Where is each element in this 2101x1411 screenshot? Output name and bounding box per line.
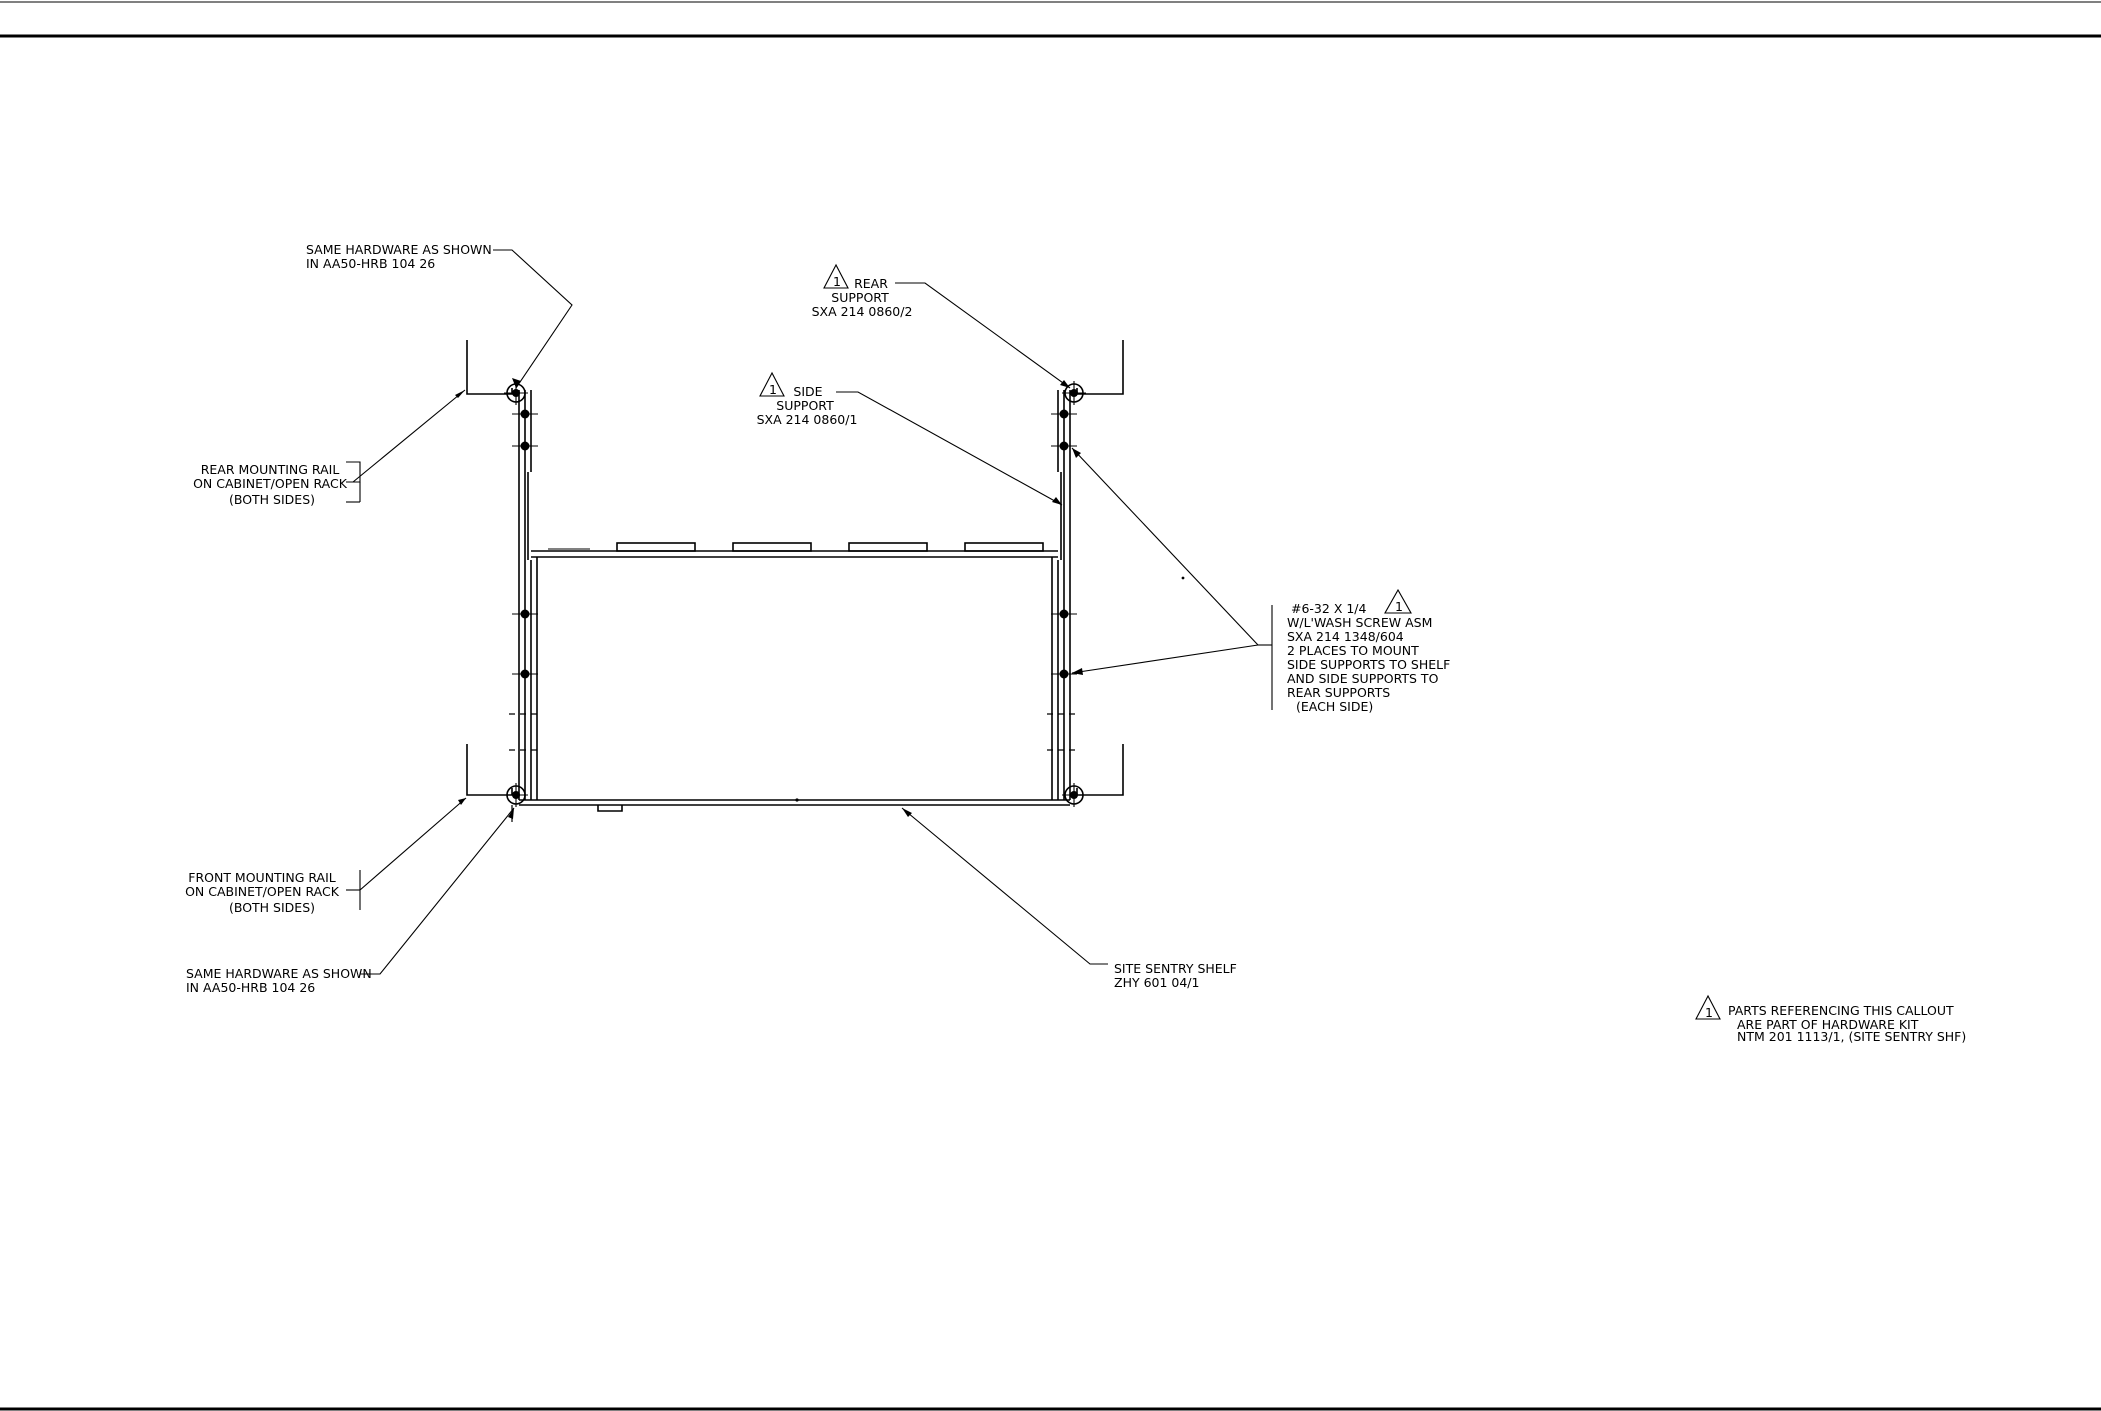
screw-label: #6-32 X 1/4 W/L'WASH SCREW ASM SXA 214 1… xyxy=(1287,601,1454,714)
shelf-label: SITE SENTRY SHELF ZHY 601 04/1 xyxy=(1114,961,1241,990)
note-rev-1: 1 xyxy=(1705,1005,1713,1020)
rear-left-rail xyxy=(466,340,513,395)
front-rail-label: FRONT MOUNTING RAIL ON CABINET/OPEN RACK… xyxy=(185,870,343,915)
rear-right-rail xyxy=(1076,340,1124,395)
side-support-label: SIDE SUPPORT SXA 214 0860/1 xyxy=(757,384,858,427)
left-side-support xyxy=(518,390,532,800)
side-support-rev-1: 1 xyxy=(769,382,777,397)
rear-support-label: REAR SUPPORT SXA 214 0860/2 xyxy=(812,276,913,319)
screw-rev-1: 1 xyxy=(1395,599,1403,614)
front-left-rail xyxy=(466,744,513,796)
leader-arrowheads xyxy=(455,378,1083,819)
right-side-support xyxy=(1057,390,1071,800)
revision-triangle-markers xyxy=(759,263,1721,1020)
hardware-kit-note: PARTS REFERENCING THIS CALLOUT ARE PART … xyxy=(1728,1003,1966,1044)
site-sentry-shelf-body xyxy=(519,542,1185,812)
screw-fasteners xyxy=(504,381,1086,825)
front-right-rail xyxy=(1076,744,1124,796)
rear-rail-label: REAR MOUNTING RAIL ON CABINET/OPEN RACK … xyxy=(193,462,351,507)
hardware-top-label: SAME HARDWARE AS SHOWN IN AA50-HRB 104 2… xyxy=(306,242,496,271)
leader-lines xyxy=(346,249,1273,975)
hardware-bottom-label: SAME HARDWARE AS SHOWN IN AA50-HRB 104 2… xyxy=(186,966,376,995)
rear-support-rev-1: 1 xyxy=(833,274,841,289)
